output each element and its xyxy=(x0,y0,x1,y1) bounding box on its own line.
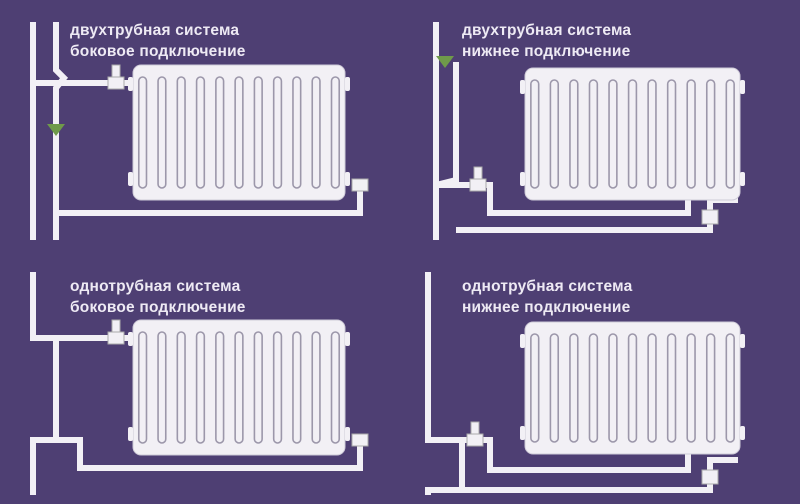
radiator-2-plug xyxy=(520,172,525,186)
radiator-2-section xyxy=(705,79,716,189)
radiator-2 xyxy=(524,67,741,201)
radiator-4-plug xyxy=(520,334,525,348)
radiator-3-section xyxy=(292,331,302,444)
thermostatic-valve-icon-head xyxy=(111,64,121,78)
radiator-4-section xyxy=(569,333,579,443)
radiator-4-section xyxy=(666,333,677,443)
radiator-1-section xyxy=(272,76,283,189)
radiator-1-plug xyxy=(128,172,133,186)
radiator-4-section xyxy=(549,333,560,443)
radiator-1-section xyxy=(253,76,263,189)
panel-2-connection-type: нижнее подключение xyxy=(462,43,631,60)
panel-2-title: двухтрубная система нижнее подключение xyxy=(462,20,631,62)
radiator-1-plug xyxy=(128,77,133,91)
return-valve-icon xyxy=(351,433,369,447)
radiator-2-section xyxy=(666,79,677,189)
radiator-2-plug xyxy=(740,80,745,94)
radiator-1-section xyxy=(234,76,244,189)
radiator-1-section xyxy=(330,76,341,189)
supply-branch xyxy=(30,272,128,341)
radiator-4-plug xyxy=(740,334,745,348)
radiator-2-section xyxy=(588,79,599,189)
radiator-1-section xyxy=(137,76,148,189)
radiator-3-section xyxy=(253,331,263,444)
thermostatic-valve-icon-head xyxy=(470,421,480,435)
panel-1-system-type: двухтрубная система xyxy=(70,22,240,39)
radiator-2-section xyxy=(627,79,638,189)
return-valve-icon xyxy=(351,178,369,192)
radiator-2-section xyxy=(725,79,735,189)
thermostatic-valve-icon xyxy=(107,76,125,90)
panel-4-title: однотрубная система нижнее подключение xyxy=(462,276,632,318)
radiator-2-section xyxy=(647,79,657,189)
radiator-4-section xyxy=(530,333,540,443)
radiator-3-plug xyxy=(345,332,350,346)
radiator-2-section xyxy=(569,79,579,189)
radiator-4-section xyxy=(686,333,696,443)
thermostatic-valve-icon-head xyxy=(473,166,483,180)
radiator-4-section xyxy=(705,333,716,443)
radiator-4-section xyxy=(725,333,735,443)
radiator-4-section xyxy=(608,333,618,443)
radiator-1 xyxy=(132,64,346,201)
radiator-3-plug xyxy=(128,427,133,441)
thermostatic-valve-icon xyxy=(107,331,125,345)
radiator-3-section xyxy=(330,331,341,444)
radiator-3-section xyxy=(137,331,148,444)
radiator-3-section xyxy=(311,331,321,444)
radiator-1-plug xyxy=(345,77,350,91)
panel-1-connection-type: боковое подключение xyxy=(70,43,246,60)
radiator-3-plug xyxy=(345,427,350,441)
return-valve-icon xyxy=(701,469,719,485)
radiator-3-section xyxy=(195,331,206,444)
panel-3-connection-type: боковое подключение xyxy=(70,299,246,316)
radiator-1-section xyxy=(292,76,302,189)
radiator-4-plug xyxy=(740,426,745,440)
radiator-1-section xyxy=(195,76,206,189)
radiator-3-section xyxy=(215,331,225,444)
return-valve-icon xyxy=(701,209,719,225)
radiator-4-section xyxy=(588,333,599,443)
panel-1-title: двухтрубная система боковое подключение xyxy=(70,20,246,62)
supply-branch xyxy=(425,272,691,473)
radiator-2-section xyxy=(686,79,696,189)
radiator-2-plug xyxy=(520,80,525,94)
radiator-3-plug xyxy=(128,332,133,346)
radiator-1-plug xyxy=(345,172,350,186)
panel-3-title: однотрубная система боковое подключение xyxy=(70,276,246,318)
shutoff-valve-icon xyxy=(47,124,65,136)
radiator-2-section xyxy=(608,79,618,189)
radiator-1-section xyxy=(215,76,225,189)
shutoff-valve-icon xyxy=(436,56,454,68)
radiator-1-section xyxy=(311,76,321,189)
panel-3-system-type: однотрубная система xyxy=(70,278,241,295)
return-branch xyxy=(56,185,363,216)
return-branch xyxy=(425,457,738,495)
radiator-2-plug xyxy=(740,172,745,186)
radiator-3 xyxy=(132,319,346,456)
radiator-4-section xyxy=(647,333,657,443)
radiator-2-section xyxy=(549,79,560,189)
thermostatic-valve-icon xyxy=(466,433,484,447)
panel-4-system-type: однотрубная система xyxy=(462,278,633,295)
thermostatic-valve-icon-head xyxy=(111,319,121,333)
radiator-3-section xyxy=(234,331,244,444)
panel-2-system-type: двухтрубная система xyxy=(462,22,632,39)
riser-return xyxy=(53,22,69,240)
radiator-3-section xyxy=(157,331,167,444)
radiator-2-section xyxy=(530,79,540,189)
radiator-4 xyxy=(524,321,741,455)
return-branch xyxy=(30,437,363,495)
radiator-4-plug xyxy=(520,426,525,440)
radiator-3-section xyxy=(272,331,283,444)
radiator-3-section xyxy=(176,331,186,444)
thermostatic-valve-icon xyxy=(469,178,487,192)
radiator-1-section xyxy=(176,76,186,189)
panel-4-connection-type: нижнее подключение xyxy=(462,299,631,316)
radiator-1-section xyxy=(157,76,167,189)
radiator-4-section xyxy=(627,333,638,443)
